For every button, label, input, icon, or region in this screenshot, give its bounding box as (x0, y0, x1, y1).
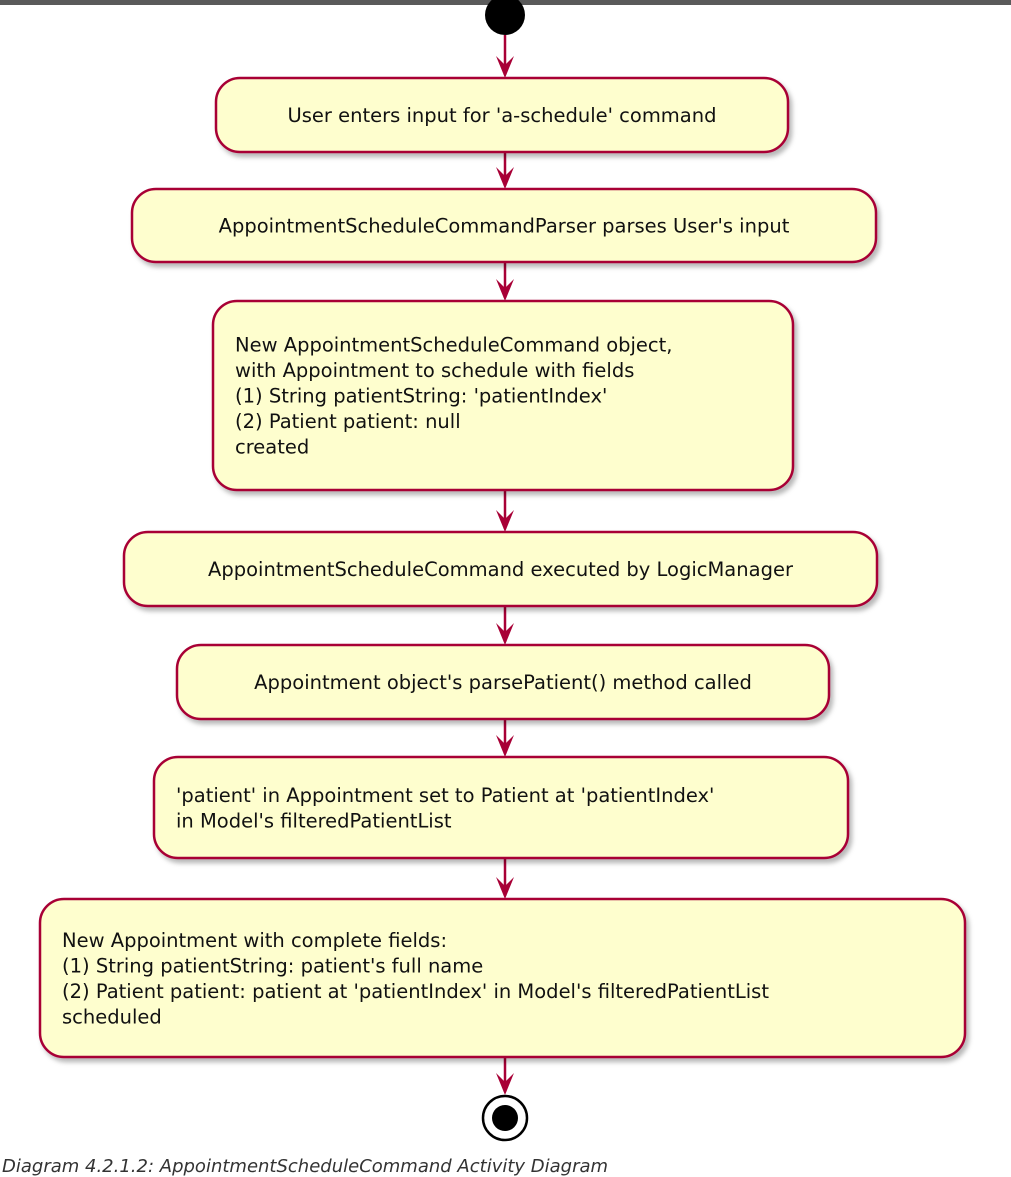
node-text-line: scheduled (62, 1005, 162, 1028)
flow-arrow-2 (496, 262, 514, 301)
end-bullseye-core-icon (492, 1105, 518, 1131)
flow-arrow-6 (496, 858, 514, 899)
flow-arrow-0 (496, 35, 514, 78)
activity-node-2: AppointmentScheduleCommandParser parses … (130, 187, 878, 264)
node-text-line: in Model's filteredPatientList (176, 809, 452, 832)
node-text-line: New AppointmentScheduleCommand object, (235, 334, 673, 357)
activity-node-6: 'patient' in Appointment set to Patient … (152, 755, 850, 860)
activity-node-3: New AppointmentScheduleCommand object,wi… (211, 299, 795, 492)
node-text-line: AppointmentScheduleCommandParser parses … (219, 215, 790, 238)
diagram-caption: Diagram 4.2.1.2: AppointmentScheduleComm… (2, 1156, 609, 1177)
node-text-line: (1) String patientString: patient's full… (62, 954, 483, 977)
node-text-line: New Appointment with complete fields: (62, 929, 447, 952)
flow-arrow-5 (496, 719, 514, 757)
node-text-line: with Appointment to schedule with fields (235, 359, 634, 382)
flow-arrow-7 (496, 1057, 514, 1095)
activity-node-4: AppointmentScheduleCommand executed by L… (122, 530, 879, 608)
node-text-line: (1) String patientString: 'patientIndex' (235, 385, 607, 408)
flow-arrow-4 (496, 606, 514, 645)
node-text-line: User enters input for 'a-schedule' comma… (287, 104, 716, 127)
node-text-line: 'patient' in Appointment set to Patient … (176, 784, 714, 807)
node-text-line: AppointmentScheduleCommand executed by L… (208, 558, 794, 581)
node-text-line: (2) Patient patient: null (235, 410, 461, 433)
activity-node-1: User enters input for 'a-schedule' comma… (214, 76, 790, 154)
activity-node-7: New Appointment with complete fields: (1… (38, 897, 967, 1059)
flow-arrow-3 (496, 490, 514, 532)
node-text-line: Appointment object's parsePatient() meth… (254, 671, 752, 694)
start-dot-icon (485, 0, 525, 35)
node-text-line: created (235, 436, 309, 459)
flow-arrow-1 (496, 152, 514, 189)
node-text-line: (2) Patient patient: patient at 'patient… (62, 980, 769, 1003)
activity-node-5: Appointment object's parsePatient() meth… (175, 643, 831, 721)
